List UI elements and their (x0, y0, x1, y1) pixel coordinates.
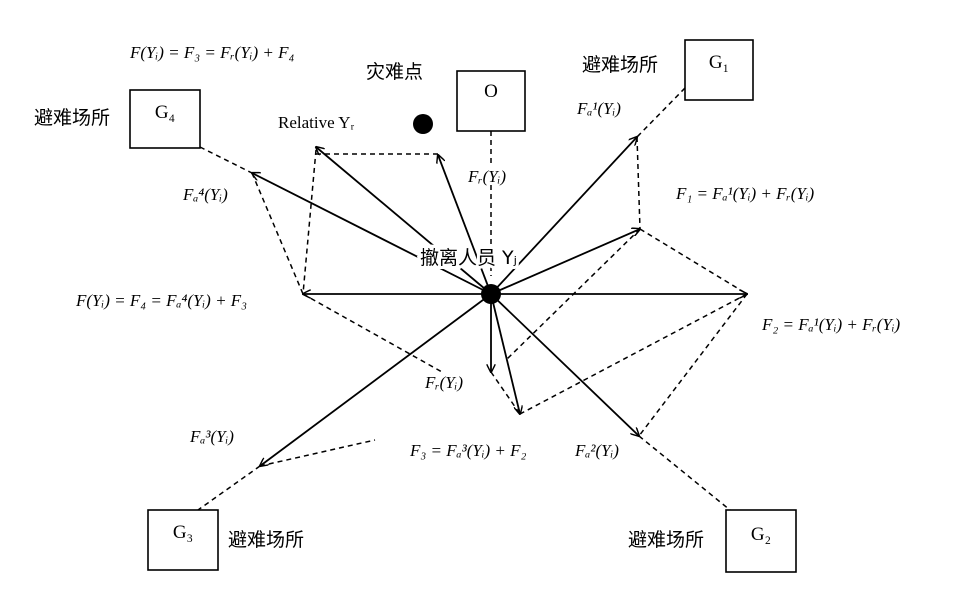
shelter-g1-label: 避难场所 (582, 54, 658, 76)
shelter-g4-label: 避难场所 (34, 107, 110, 129)
dash-fa3-to-g3 (197, 465, 261, 511)
dash-g1-to-fa1 (636, 87, 686, 138)
disaster-point-dot (413, 114, 433, 134)
shelter-g3-box-label: G₃ (173, 522, 193, 543)
dash-fa3-right (259, 439, 376, 467)
arrow-f3 (490, 293, 520, 414)
dash-fa1-to-f1 (636, 136, 641, 230)
formula-fa1: Fₐ¹(Yᵢ) (576, 99, 621, 118)
formula-fr-mid: Fᵣ(Yᵢ) (424, 373, 463, 392)
formula-top-left: F(Yᵢ) = F₃ = Fᵣ(Yᵢ) + F₄ (129, 43, 294, 62)
dash-f1-to-f2 (639, 228, 748, 295)
dash-f4-down (302, 293, 443, 373)
formula-f1: F₁ = Fₐ¹(Yᵢ) + Fᵣ(Yᵢ) (675, 184, 815, 203)
shelter-g2-label: 避难场所 (628, 529, 704, 551)
origin-box: O (456, 70, 526, 132)
formula-fa3: Fₐ³(Yᵢ) (189, 427, 234, 446)
shelter-g1-box: G₁ (684, 39, 754, 101)
evacuee-label: 撤离人员 Yⱼ (420, 247, 517, 269)
formula-fr-top: Fᵣ(Yᵢ) (467, 167, 506, 186)
shelter-g2-box: G₂ (725, 509, 797, 573)
shelter-g4-box: G₄ (129, 89, 201, 149)
shelter-g1-box-label: G₁ (709, 52, 729, 73)
shelter-g3-box: G₃ (147, 509, 219, 571)
formula-fa4: Fₐ⁴(Yᵢ) (182, 185, 228, 204)
origin-box-label: O (484, 81, 498, 102)
dash-fa4-to-f4 (251, 172, 304, 295)
arrow-fr-to-disaster (438, 155, 492, 295)
dash-f2-to-f3 (519, 293, 748, 415)
shelter-g2-box-label: G₂ (751, 524, 771, 545)
arrow-f1 (490, 229, 640, 295)
formula-f4: F(Yᵢ) = F₄ = Fₐ⁴(Yᵢ) + F₃ (75, 291, 247, 310)
formula-fa2: Fₐ²(Yᵢ) (574, 441, 619, 460)
disaster-point-label: 灾难点 (366, 61, 423, 83)
shelter-g4-box-label: G₄ (155, 102, 175, 123)
arrow-fa1 (490, 137, 637, 295)
dash-f2-to-fa2 (638, 293, 748, 437)
arrow-fa2 (490, 293, 639, 436)
dash-relative-down (302, 149, 317, 295)
formula-f3: F₃ = Fₐ³(Yᵢ) + F₂ (409, 441, 527, 460)
dash-g4-to-fa4 (199, 146, 253, 174)
shelter-g3-label: 避难场所 (228, 529, 304, 551)
arrow-fa3 (260, 293, 492, 466)
dash-f1-down (505, 228, 641, 361)
relative-label: Relative Yᵣ (278, 113, 355, 132)
arrow-relative (316, 147, 492, 295)
arrow-fa4 (252, 173, 492, 295)
formula-f2: F₂ = Fₐ¹(Yᵢ) + Fᵣ(Yᵢ) (761, 315, 901, 334)
dash-fa2-to-g2 (638, 435, 731, 511)
